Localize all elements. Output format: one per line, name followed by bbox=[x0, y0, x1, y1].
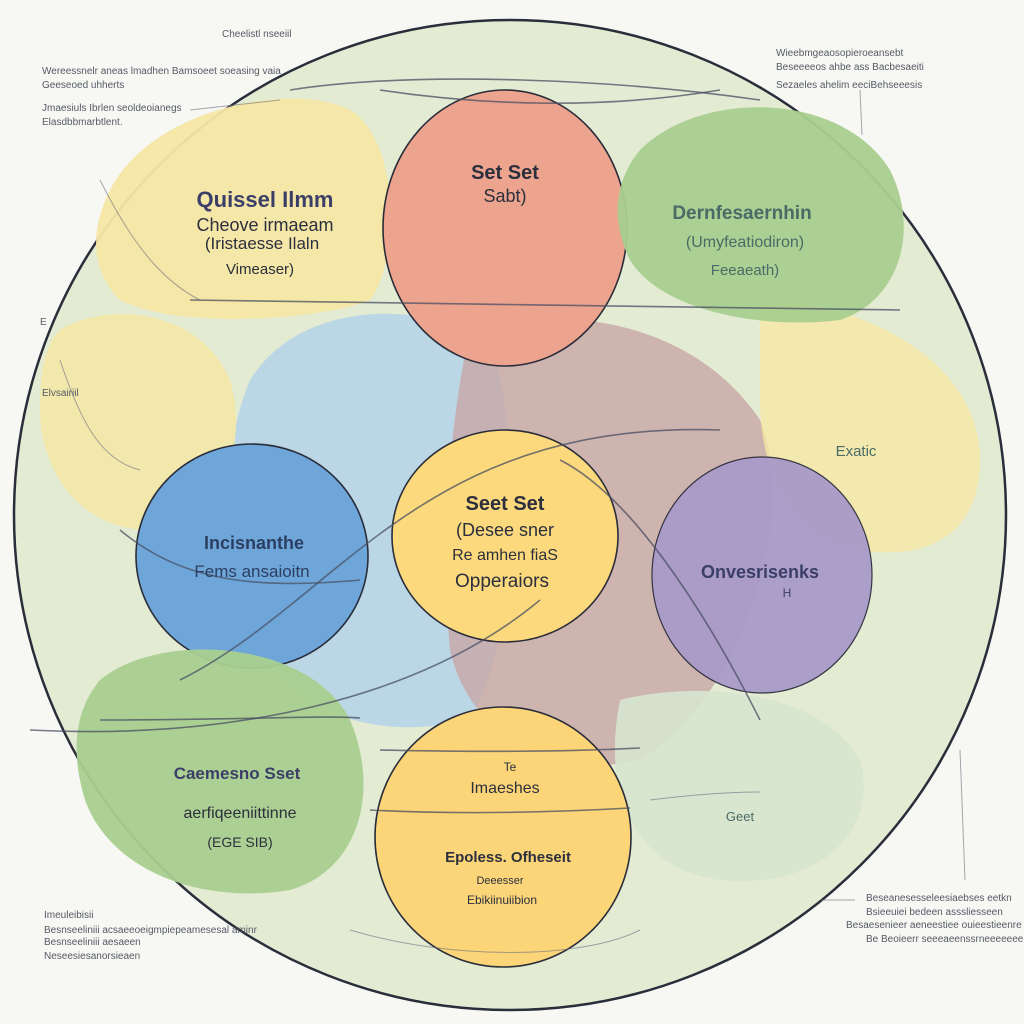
node-right-purple-shape bbox=[651, 456, 873, 694]
connector-line-4 bbox=[179, 428, 721, 681]
node-center-line3: Re amhen fiaS bbox=[452, 547, 558, 564]
node-bottom-left: Caemesno Sset aerfiqeeniittinne (EGE SIB… bbox=[174, 764, 301, 850]
node-bottom-left-line3: (EGE SIB) bbox=[207, 834, 272, 850]
node-left-blue-line2: Fems ansaioitn bbox=[194, 562, 309, 581]
node-bottom-center: Te Imaeshes Epoless. Ofheseit Deeesser E… bbox=[445, 760, 571, 907]
annotation-top-left-2: Geeseoed uhherts bbox=[42, 80, 124, 91]
annotation-bottom-right-3: Besaesenieer aeneestiee ouieestieenre bbox=[846, 920, 1022, 931]
connector-line-3 bbox=[379, 89, 721, 104]
annotation-left-2: Elvsairiil bbox=[42, 388, 79, 399]
leader-line-top-left bbox=[189, 99, 281, 111]
node-bottom-center-line5: Ebikiinuiibion bbox=[467, 893, 537, 907]
node-right-purple: Onvesrisenks H bbox=[701, 562, 819, 600]
region-pale-green bbox=[614, 690, 864, 882]
connector-line-11 bbox=[59, 359, 141, 471]
connector-line-6 bbox=[369, 807, 631, 814]
node-bottom-center-line1: Te bbox=[504, 760, 517, 774]
node-top-right-line3: Feeaeath) bbox=[711, 262, 779, 279]
node-top-left-line2: Cheove irmaeam bbox=[196, 215, 333, 235]
node-bottom-left-shape bbox=[76, 649, 364, 894]
node-right-far-title: Exatic bbox=[836, 443, 877, 460]
node-right-purple-line2: H bbox=[783, 586, 792, 600]
connector-line-14 bbox=[649, 791, 761, 801]
annotation-bottom-left-3: Besnseeliniii aesaeen bbox=[44, 937, 141, 948]
connector-line-7 bbox=[99, 716, 361, 721]
connector-line-13 bbox=[99, 179, 201, 301]
node-bottom-center-title: Imaeshes bbox=[470, 780, 539, 797]
leader-line-top-right bbox=[859, 89, 863, 136]
connector-line-5 bbox=[29, 599, 541, 733]
connector-line-12 bbox=[349, 929, 641, 953]
node-bottom-right: Geet bbox=[726, 809, 755, 824]
annotation-bottom-right-1: Beseanesesseleesiaebses eetkn bbox=[866, 893, 1012, 904]
node-top-center: Set Set Sabt) bbox=[471, 162, 539, 206]
node-top-left-shape bbox=[96, 98, 391, 319]
annotation-bottom-left-1: Imeuleibisii bbox=[44, 910, 93, 921]
node-top-left-title: Quissel Ilmm bbox=[197, 187, 334, 212]
connector-line-9 bbox=[119, 529, 361, 585]
node-right-purple-title: Onvesrisenks bbox=[701, 562, 819, 582]
annotation-top-left-1: Wereessnelr aneas lmadhen Bamsoeet soeas… bbox=[42, 66, 281, 77]
node-left-blue: Incisnanthe Fems ansaioitn bbox=[194, 533, 309, 581]
annotation-bottom-left-4: Neseesiesanorsieaen bbox=[44, 951, 140, 962]
connector-line-10 bbox=[379, 747, 641, 753]
annotation-top-left-4: Elasdbbmarbtlent. bbox=[42, 117, 123, 128]
node-top-left-line4: Vimeaser) bbox=[226, 261, 294, 278]
annotation-bottom-left-2: Besnseeliniii acsaeeoeigmpiepeamesesal a… bbox=[44, 925, 258, 936]
node-bottom-center-line4: Deeesser bbox=[476, 875, 523, 887]
node-top-center-shape bbox=[382, 89, 628, 367]
annotation-top-right-3: Sezaeles ahelim eeciBehseeesis bbox=[776, 80, 922, 91]
annotation-top-right-2: Beseeeeos ahbe ass Bacbesaeiti bbox=[776, 62, 924, 73]
node-left-blue-title: Incisnanthe bbox=[204, 533, 304, 553]
node-top-right-line2: (Umyfeatiodiron) bbox=[686, 234, 804, 251]
node-top-center-line2: Sabt) bbox=[483, 186, 526, 206]
node-bottom-center-line3: Epoless. Ofheseit bbox=[445, 849, 571, 866]
node-bottom-left-line2: aerfiqeeniittinne bbox=[184, 805, 297, 822]
node-bottom-left-title: Caemesno Sset bbox=[174, 764, 301, 783]
node-center-shape bbox=[391, 429, 619, 643]
node-bottom-center-shape bbox=[374, 706, 632, 968]
node-center-line4: Opperaiors bbox=[455, 571, 549, 592]
annotation-bottom-right-2: Bsieeuiei bedeen asssliesseen bbox=[866, 907, 1003, 918]
node-center: Seet Set (Desee sner Re amhen fiaS Opper… bbox=[452, 493, 558, 592]
leader-line-bottom-right bbox=[959, 749, 966, 881]
annotation-top-left-3: Jmaesiuls Ibrlen seoldeoianegs bbox=[42, 103, 182, 114]
annotation-top-center: Cheelistl nseeiil bbox=[222, 29, 291, 40]
connector-line-1 bbox=[189, 299, 901, 311]
node-bottom-right-title: Geet bbox=[726, 809, 755, 824]
annotation-left-1: E bbox=[40, 317, 47, 328]
node-center-line2: (Desee sner bbox=[456, 520, 554, 540]
node-top-left: Quissel Ilmm Cheove irmaeam (Iristaesse … bbox=[196, 187, 333, 278]
annotation-top-right-1: Wieebmgeaosopieroeansebt bbox=[776, 48, 904, 59]
annotation-bottom-right-4: Be Beoieerr seeeaeenssrneeeeeeenoeeg bbox=[866, 934, 1024, 945]
node-top-right: Dernfesaernhin (Umyfeatiodiron) Feeaeath… bbox=[672, 203, 811, 279]
node-top-center-title: Set Set bbox=[471, 162, 539, 184]
node-top-right-title: Dernfesaernhin bbox=[672, 203, 811, 224]
node-center-title: Seet Set bbox=[466, 493, 545, 515]
connector-line-8 bbox=[559, 459, 761, 721]
node-top-left-line3: (Iristaesse Ilaln bbox=[205, 234, 319, 253]
annotations: Cheelistl nseeiil Wereessnelr aneas lmad… bbox=[40, 29, 1024, 962]
node-right-far: Exatic bbox=[836, 443, 877, 460]
node-top-right-shape bbox=[617, 107, 904, 323]
